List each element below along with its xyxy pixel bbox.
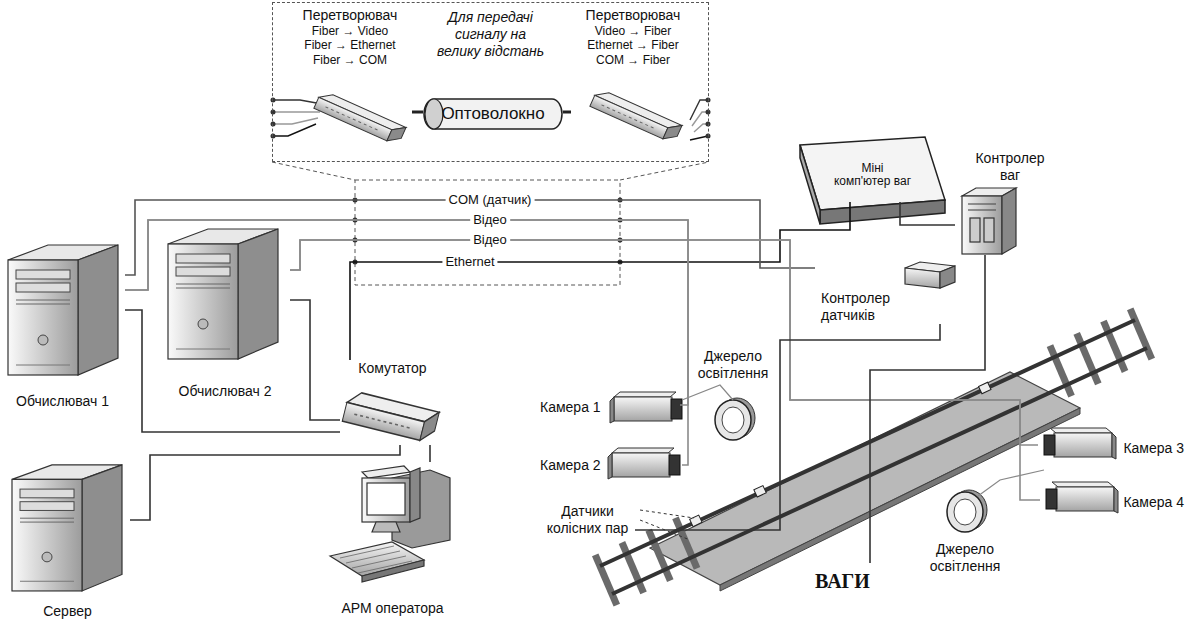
node-label: Джерело освітлення xyxy=(918,541,1013,575)
device-node: ПеретворювачFiber → Video Fiber → Ethern… xyxy=(288,7,412,149)
camera-icon xyxy=(1044,428,1116,459)
node-label: АРМ оператора xyxy=(341,600,443,617)
node-label: Перетворювач xyxy=(586,7,681,24)
connector xyxy=(290,240,1038,445)
railway-track xyxy=(595,309,1152,605)
computer-tower xyxy=(8,245,118,375)
converter-icon xyxy=(314,90,406,146)
signal-label: COM (датчик) xyxy=(446,193,535,208)
light-source-icon xyxy=(947,490,987,532)
dashed-region xyxy=(272,162,709,285)
camera-icon xyxy=(610,392,682,423)
group-box: Для передачі сигналу на велику відстань П… xyxy=(272,2,709,162)
device-node: Камера 2 xyxy=(540,438,682,493)
node-label: Контролер датчиків xyxy=(821,290,906,324)
node-label: Джерело освітлення xyxy=(693,348,773,382)
node-label: Сервер xyxy=(43,603,92,620)
rail xyxy=(600,320,1135,566)
connector xyxy=(429,445,431,462)
node-label: Камера 2 xyxy=(540,457,601,474)
wheel-sensor xyxy=(754,486,766,497)
node-label: ВАГИ xyxy=(815,569,870,593)
switch-icon xyxy=(342,390,439,443)
cylinder-end xyxy=(425,99,443,129)
connector xyxy=(350,202,850,360)
camera-icon xyxy=(608,448,680,479)
mini-computer-icon xyxy=(800,137,945,224)
node-label: Обчислювач 2 xyxy=(179,383,272,400)
device-node: Датчики колісних пар xyxy=(540,498,635,542)
signal-label: Ethernet xyxy=(442,255,497,270)
node-label: Контролер ваг xyxy=(970,150,1050,184)
converter-icon xyxy=(590,88,682,144)
node-label: Міні комп'ютер ваг xyxy=(833,162,913,188)
fiber-cylinder: Оптоволокно xyxy=(423,98,563,130)
cabinet-icon xyxy=(962,188,1016,254)
node-body: Fiber → Video Fiber → Ethernet Fiber → C… xyxy=(298,24,402,67)
signal-label: Відео xyxy=(470,233,510,248)
server-tower xyxy=(12,465,122,591)
node-label: Обчислювач 1 xyxy=(16,393,109,410)
computer-tower xyxy=(168,229,278,359)
node-label: Перетворювач xyxy=(303,7,398,24)
camera-icon xyxy=(1046,482,1118,513)
device-node: Міні комп'ютер ваг xyxy=(815,148,930,202)
device-node: Обчислювач 1 xyxy=(0,238,125,410)
device-node: Камера 1 xyxy=(540,382,680,432)
node-label: Оптоволокно xyxy=(441,104,544,124)
device-node: Камера 3 xyxy=(1038,418,1186,478)
connector xyxy=(125,220,688,465)
connector xyxy=(290,300,340,420)
node-label: Камера 3 xyxy=(1123,440,1184,457)
signal-label: Відео xyxy=(470,213,510,228)
connector xyxy=(125,310,340,432)
device-node: Сервер xyxy=(5,458,130,620)
light-source-icon xyxy=(715,398,755,440)
device-node: АРМ оператора xyxy=(320,462,465,617)
node-label: Для передачі сигналу на велику відстань xyxy=(435,9,547,59)
device-node: Обчислювач 2 xyxy=(160,222,290,400)
sensor-controller-icon xyxy=(905,262,955,288)
node-label: Камера 1 xyxy=(540,399,601,416)
connector xyxy=(130,445,400,520)
connector xyxy=(563,111,571,114)
device-node: Контролер датчиків xyxy=(815,258,960,324)
wheel-sensor xyxy=(690,515,702,526)
node-label: Камера 4 xyxy=(1123,494,1184,511)
connector xyxy=(125,200,815,275)
leader-lines xyxy=(640,510,694,540)
device-node: Джерело освітлення xyxy=(915,485,1015,575)
device-node: Камера 4 xyxy=(1040,472,1186,532)
device-node: Контролер ваг xyxy=(955,150,1065,255)
device-node: Комутатор xyxy=(340,360,445,445)
connector xyxy=(125,220,688,405)
connector xyxy=(635,324,940,530)
connector xyxy=(900,202,955,225)
device-node: ВАГИ xyxy=(795,563,890,599)
workstation-icon xyxy=(330,466,450,582)
connector xyxy=(412,111,423,114)
rail xyxy=(612,348,1147,594)
device-node: Джерело освітлення xyxy=(693,348,773,443)
device-node: ПеретворювачVideo → Fiber Ethernet → Fib… xyxy=(571,7,695,149)
wheel-sensor xyxy=(979,382,991,393)
node-label: Комутатор xyxy=(358,360,426,377)
node-label: Датчики колісних пар xyxy=(540,503,635,537)
cylinder-body xyxy=(424,99,562,129)
node-body: Video → Fiber Ethernet → Fiber COM → Fib… xyxy=(581,24,685,67)
